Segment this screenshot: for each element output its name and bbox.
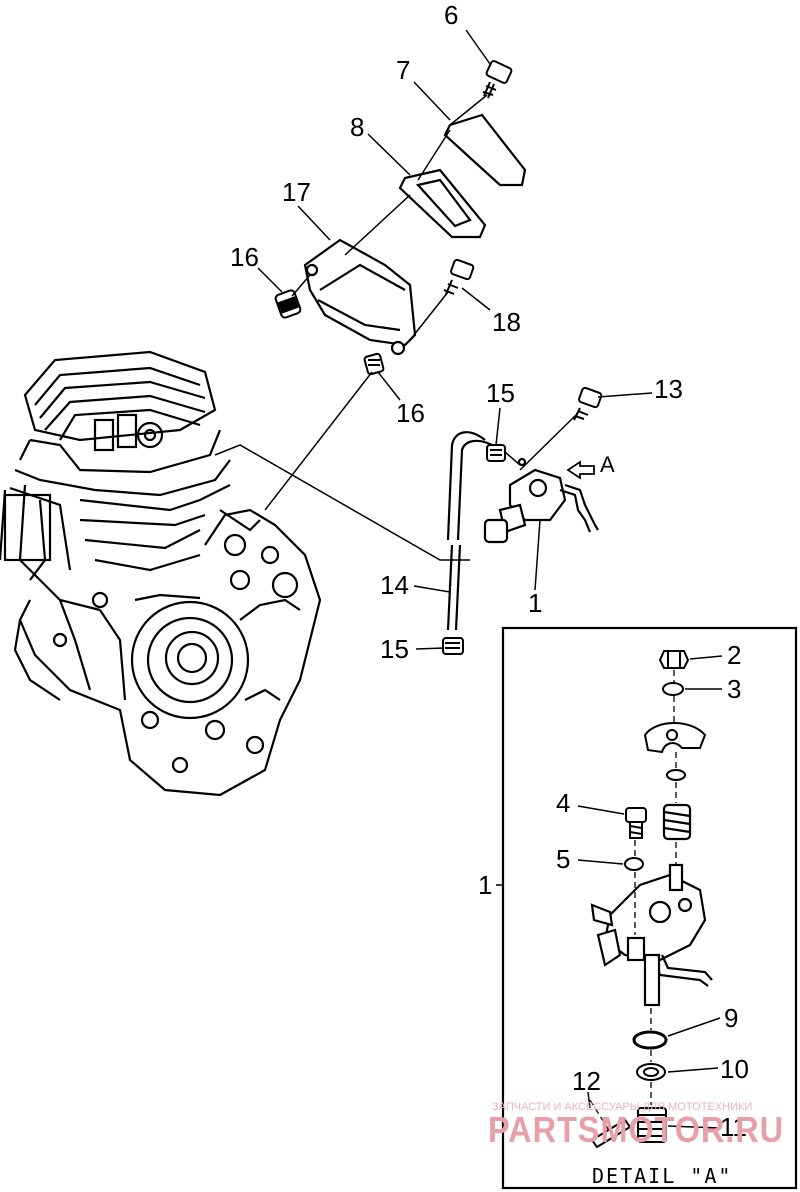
part-8-gasket: [398, 168, 487, 239]
callout-2: 2: [727, 640, 741, 670]
part-18-bolt: [443, 258, 475, 295]
callout-17: 17: [282, 177, 311, 207]
callout-16-upper: 16: [230, 242, 259, 272]
detail-part-10-seal: [636, 1063, 666, 1081]
callout-a: A: [600, 452, 615, 477]
detail-part-5-washer: [624, 857, 644, 871]
detail-part-11-gear: [637, 1107, 667, 1143]
callout-1-detail: 1: [478, 870, 492, 900]
watermark-line1: ЗАПЧАСТИ И АКСЕССУАРЫ ДЛЯ МОТОТЕХНИКИ: [492, 1101, 752, 1113]
callout-3: 3: [727, 674, 741, 704]
detail-washer: [666, 769, 686, 781]
callout-11: 11: [720, 1112, 747, 1142]
detail-part-4-bolt: [625, 807, 647, 839]
part-1-oil-pump: [483, 457, 599, 544]
engine-block: [0, 350, 322, 797]
detail-part-2-nut: [658, 650, 690, 669]
detail-part-12-pin: [590, 1118, 632, 1149]
part-6-bolt: [482, 60, 513, 99]
part-7-cover-plate: [443, 113, 527, 187]
detail-spring: [662, 803, 692, 841]
callout-15-upper: 15: [486, 378, 515, 408]
callout-leaders: [257, 29, 653, 650]
callout-5: 5: [556, 844, 570, 874]
part-14-hose: [446, 431, 493, 631]
callout-13: 13: [654, 374, 683, 404]
detail-pump-body: [590, 863, 713, 1007]
view-arrow-icon: [566, 460, 595, 480]
detail-part-9-oring: [632, 1030, 668, 1050]
callout-12: 12: [572, 1066, 601, 1096]
callout-14: 14: [380, 570, 409, 600]
detail-a-label: DETAIL "A": [592, 1164, 732, 1188]
callout-10: 10: [720, 1054, 749, 1084]
part-16-plug-upper: [274, 289, 302, 319]
assembly-lines: [214, 94, 577, 561]
callout-15-lower: 15: [380, 634, 409, 664]
part-16-plug-lower: [363, 352, 385, 376]
detail-centerline: [589, 670, 677, 1133]
detail-callout-leaders: [577, 655, 723, 1129]
callout-9: 9: [724, 1003, 738, 1033]
detail-part-3-washer: [662, 682, 684, 696]
part-13-bolt: [573, 386, 603, 421]
callout-18: 18: [492, 307, 521, 337]
detail-pump-lever: [643, 722, 707, 754]
part-17-pump-cover: [303, 238, 417, 356]
callout-16-lower: 16: [396, 398, 425, 428]
callout-6: 6: [444, 0, 458, 30]
callout-1-assembly: 1: [528, 588, 542, 618]
watermark-line2: PARTSMOTOR.RU: [488, 1109, 784, 1150]
part-15-clamp-upper: [486, 444, 506, 462]
callout-4: 4: [556, 788, 570, 818]
callout-8: 8: [350, 112, 364, 142]
part-15-clamp-lower: [442, 637, 464, 655]
callout-7: 7: [396, 55, 410, 85]
detail-a-frame: [501, 626, 798, 1190]
